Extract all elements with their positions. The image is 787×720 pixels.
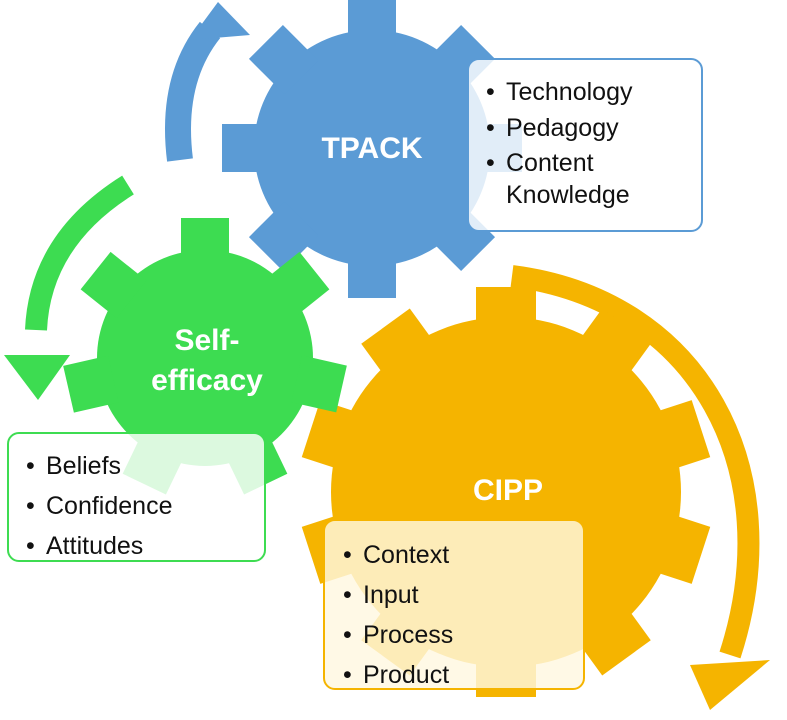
list-item: Process [341,615,573,655]
tpack-label: TPACK [321,132,422,165]
list-item: Confidence [24,486,254,526]
tpack-cycle-arrow-icon [165,2,250,162]
list-item: Pedagogy [484,110,691,147]
cipp-list: Context Input Process Product [341,535,573,695]
cipp-list-box: Context Input Process Product [323,519,585,695]
list-item: Content Knowledge [484,147,691,212]
self-efficacy-list: Beliefs Confidence Attitudes [24,446,254,566]
list-item: Context [341,535,573,575]
tpack-list-box: Technology Pedagogy Content Knowledge [467,58,703,232]
list-item: Technology [484,74,691,111]
list-item: Product [341,655,573,695]
self-efficacy-label-line1: Self- [174,324,239,357]
self-efficacy-label-line2: efficacy [151,364,263,397]
list-item: Input [341,575,573,615]
cipp-label: CIPP [473,474,543,507]
cipp-gear [301,287,711,697]
list-item: Attitudes [24,526,254,566]
tpack-list: Technology Pedagogy Content Knowledge [484,74,691,212]
list-item: Beliefs [24,446,254,486]
self-efficacy-cycle-arrow-icon [4,175,134,400]
self-efficacy-list-box: Beliefs Confidence Attitudes [7,432,266,566]
cipp-cycle-arrow-icon [510,265,770,710]
